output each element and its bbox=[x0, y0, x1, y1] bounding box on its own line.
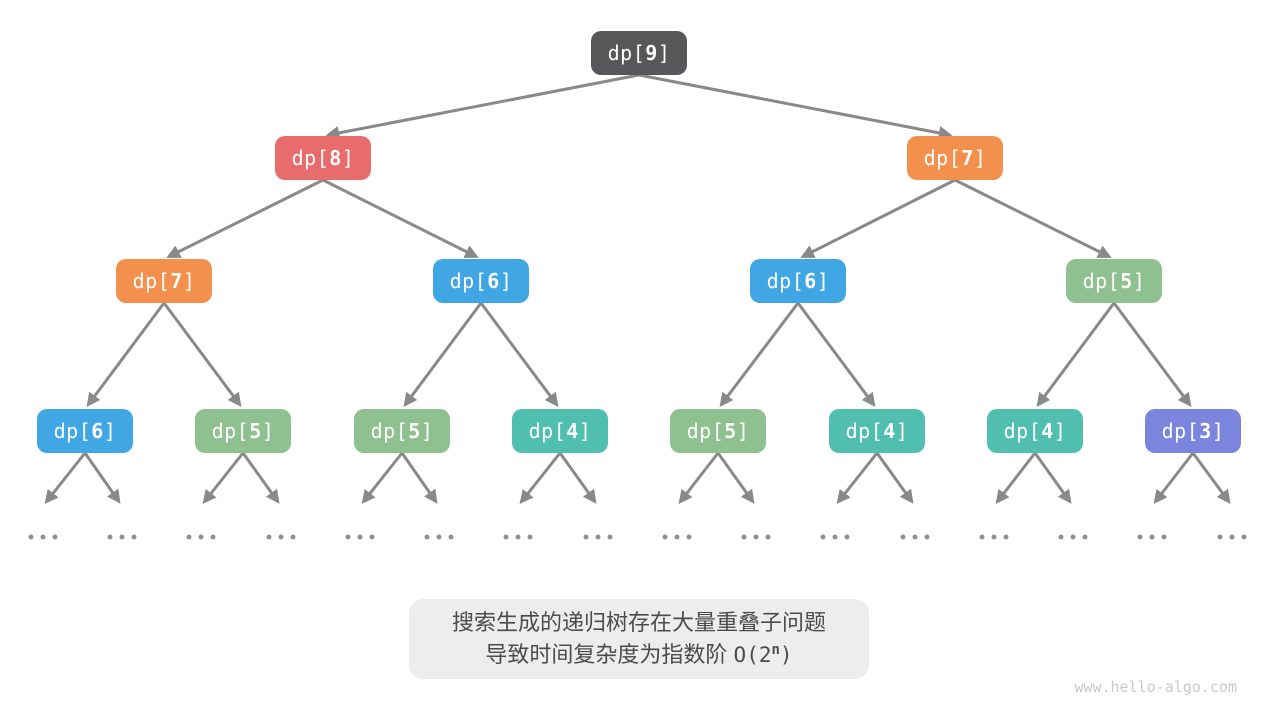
edge-arrow bbox=[1153, 452, 1195, 504]
edge-arrow bbox=[86, 302, 166, 407]
watermark: www.hello-algo.com bbox=[1074, 678, 1237, 696]
edge-arrow bbox=[241, 452, 280, 504]
caption-line2: 导致时间复杂度为指数阶 O(2n) bbox=[419, 639, 859, 671]
edge-arrow bbox=[995, 452, 1037, 504]
tree-node-n12: dp[4] bbox=[829, 409, 925, 453]
edge-arrow bbox=[1033, 452, 1072, 504]
caption-line1: 搜索生成的递归树存在大量重叠子问题 bbox=[451, 610, 826, 635]
edge-arrow bbox=[519, 452, 562, 505]
caption-box: 搜索生成的递归树存在大量重叠子问题 导致时间复杂度为指数阶 O(2n) bbox=[409, 599, 869, 679]
edge-arrow bbox=[403, 302, 483, 407]
edge-arrow bbox=[678, 452, 720, 504]
tree-node-n11: dp[5] bbox=[670, 409, 766, 453]
tree-node-n9: dp[5] bbox=[354, 409, 450, 453]
formula-exponent: n bbox=[771, 642, 780, 658]
edge-arrow bbox=[800, 178, 956, 258]
tree-node-n4: dp[6] bbox=[433, 259, 529, 303]
edge-arrow bbox=[558, 452, 597, 504]
edge-arrow bbox=[954, 178, 1112, 258]
tree-node-n13: dp[4] bbox=[987, 409, 1083, 453]
tree-node-n6: dp[5] bbox=[1066, 259, 1162, 303]
complexity-formula: O(2n) bbox=[734, 643, 793, 667]
ellipsis-subtree bbox=[979, 534, 1009, 540]
tree-node-n3: dp[7] bbox=[116, 259, 212, 303]
tree-node-n2: dp[7] bbox=[907, 136, 1003, 180]
tree-node-n10: dp[4] bbox=[512, 409, 608, 453]
edge-arrow bbox=[1112, 302, 1192, 407]
edge-arrow bbox=[479, 302, 559, 407]
ellipsis-subtree bbox=[107, 534, 137, 540]
edge-arrow bbox=[325, 73, 640, 140]
ellipsis-subtree bbox=[741, 534, 771, 540]
caption-line2-text: 导致时间复杂度为指数阶 bbox=[485, 642, 734, 667]
ellipsis-subtree bbox=[186, 534, 216, 540]
ellipsis-subtree bbox=[900, 534, 930, 540]
edge-arrow bbox=[83, 452, 121, 504]
edge-arrow bbox=[716, 452, 755, 504]
edge-arrow bbox=[836, 452, 879, 505]
tree-node-n0: dp[9] bbox=[591, 31, 687, 75]
ellipsis-subtree bbox=[503, 534, 533, 540]
edge-arrow bbox=[796, 302, 876, 407]
edge-arrow bbox=[400, 452, 438, 504]
ellipsis-subtree bbox=[1137, 534, 1167, 540]
tree-node-n14: dp[3] bbox=[1145, 409, 1241, 453]
ellipsis-subtree bbox=[583, 534, 613, 540]
edge-arrow bbox=[44, 452, 87, 505]
ellipsis-subtree bbox=[424, 534, 454, 540]
edge-arrow bbox=[166, 178, 324, 258]
ellipsis-subtree bbox=[1217, 534, 1247, 540]
edge-arrow bbox=[202, 452, 245, 505]
edge-arrow bbox=[875, 452, 914, 504]
ellipsis-subtree bbox=[662, 534, 692, 540]
edge-arrow bbox=[638, 73, 953, 140]
edge-arrow bbox=[322, 178, 479, 258]
edge-arrow bbox=[1191, 452, 1231, 504]
edge-arrow bbox=[162, 302, 242, 407]
tree-node-n5: dp[6] bbox=[750, 259, 846, 303]
ellipsis-subtree bbox=[1058, 534, 1088, 540]
edge-arrow bbox=[361, 452, 404, 505]
edge-arrow bbox=[719, 302, 800, 407]
edge-arrow bbox=[1036, 302, 1116, 407]
ellipsis-subtree bbox=[345, 534, 375, 540]
tree-node-n7: dp[6] bbox=[37, 409, 133, 453]
formula-suffix: ) bbox=[779, 643, 793, 667]
ellipsis-subtree bbox=[28, 534, 58, 540]
ellipsis-subtree bbox=[820, 534, 850, 540]
tree-node-n8: dp[5] bbox=[195, 409, 291, 453]
formula-prefix: O(2 bbox=[733, 643, 772, 667]
tree-node-n1: dp[8] bbox=[275, 136, 371, 180]
ellipsis-subtree bbox=[266, 534, 296, 540]
